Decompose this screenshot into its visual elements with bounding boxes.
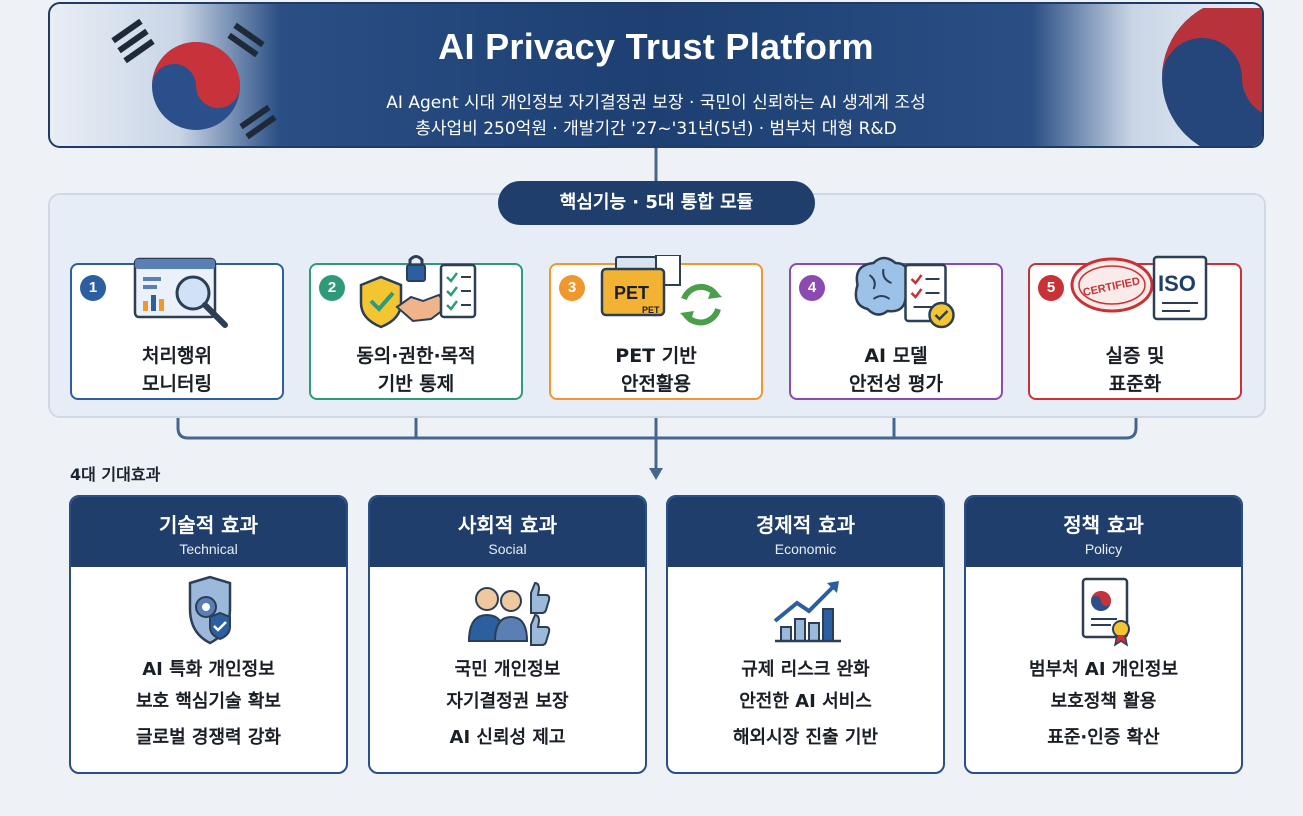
iso-label: ISO (1158, 271, 1196, 296)
effect-card-policy: 정책 효과 Policy 범부처 AI 개인정보 보호정책 활용 표준·인증 확… (964, 495, 1243, 774)
header-subtitle-vision: AI Agent 시대 개인정보 자기결정권 보장 · 국민이 신뢰하는 AI … (386, 93, 926, 113)
people-thumbs-up-icon (467, 581, 551, 646)
effect-line: 안전한 AI 서비스 (739, 691, 872, 712)
header-banner: AI Privacy Trust Platform AI Agent 시대 개인… (48, 2, 1264, 148)
module-number-badge: 3 (559, 275, 585, 301)
effect-line: 해외시장 진출 기반 (732, 727, 878, 748)
module-card-pet: 3 PET PET PET 기반 안전활용 (549, 255, 763, 400)
module-number-badge: 4 (799, 275, 825, 301)
header-subtitle-budget: 총사업비 250억원 · 개발기간 '27~'31년(5년) · 범부처 대형 … (415, 119, 897, 139)
effect-title: 기술적 효과 (159, 513, 258, 537)
korean-flag-icon (111, 18, 277, 140)
effect-card-technical: 기술적 효과 Technical AI 특화 개인정보 보호 핵심기술 확보 글… (69, 495, 348, 774)
effect-line: 규제 리스크 완화 (741, 659, 870, 680)
effect-line: AI 신뢰성 제고 (449, 727, 566, 748)
effect-line: 국민 개인정보 (454, 659, 561, 680)
module-number-badge: 2 (319, 275, 345, 301)
page-title: AI Privacy Trust Platform (438, 26, 874, 67)
effects-section-label: 4대 기대효과 (70, 465, 161, 484)
effect-line: 자기결정권 보장 (446, 691, 569, 712)
effect-line: 보호 핵심기술 확보 (135, 691, 281, 712)
effect-subtitle: Economic (774, 541, 837, 557)
effect-line: 범부처 AI 개인정보 (1028, 659, 1179, 680)
certificate-seal-icon (1081, 577, 1130, 647)
effect-subtitle: Social (488, 541, 527, 557)
module-card-consent-control: 2 동의·권한·목적 기반 통제 (309, 255, 523, 400)
module-card-monitoring: 1 처리행위 모니터링 (70, 257, 284, 400)
effect-card-header: 사회적 효과 Social (370, 497, 645, 567)
growth-chart-icon (773, 581, 841, 643)
consent-lock-handshake-icon (359, 255, 477, 329)
module-card-model-safety: 4 AI 모델 안전성 평가 (789, 256, 1003, 400)
effect-card-header: 경제적 효과 Economic (668, 497, 943, 567)
pet-icon-label: PET (614, 283, 649, 303)
module-title: 동의·권한·목적 기반 통제 (356, 345, 476, 395)
effect-title: 사회적 효과 (458, 513, 557, 537)
module-title: AI 모델 안전성 평가 (848, 345, 943, 395)
effect-line: AI 특화 개인정보 (142, 659, 275, 680)
effect-card-social: 사회적 효과 Social 국민 개인정보 자기결정권 보장 AI 신뢰성 제고 (368, 495, 647, 774)
module-title: PET 기반 안전활용 (615, 345, 697, 395)
down-arrow-icon (649, 468, 663, 480)
effect-card-header: 정책 효과 Policy (966, 497, 1241, 567)
effect-title: 정책 효과 (1063, 513, 1144, 537)
effect-subtitle: Policy (1084, 541, 1123, 557)
module-number-badge: 5 (1038, 275, 1064, 301)
effect-line: 표준·인증 확산 (1047, 727, 1160, 748)
effect-title: 경제적 효과 (756, 513, 855, 537)
shield-gear-icon (188, 575, 232, 645)
effect-card-header: 기술적 효과 Technical (71, 497, 346, 567)
module-card-certification: 5 CERTIFIED ISO 실증 및 표준화 (1028, 255, 1242, 400)
certified-iso-icon: CERTIFIED ISO (1070, 255, 1208, 321)
taeguk-emblem-icon (1162, 8, 1262, 146)
module-title: 처리행위 모니터링 (142, 345, 212, 395)
core-functions-label: 핵심기능 · 5대 통합 모듈 (498, 181, 815, 225)
module-number-badge: 1 (80, 275, 106, 301)
effect-subtitle: Technical (179, 541, 238, 557)
effect-line: 글로벌 경쟁력 강화 (135, 727, 281, 748)
effect-line: 보호정책 활용 (1050, 691, 1157, 712)
brain-checklist-icon (854, 256, 955, 329)
module-title: 실증 및 표준화 (1105, 345, 1165, 395)
pet-recycle-icon: PET PET (600, 255, 722, 326)
pet-icon-sublabel: PET (642, 305, 660, 315)
effect-card-economic: 경제적 효과 Economic 규제 리스크 완화 안전한 AI 서비스 해외시… (666, 495, 945, 774)
monitoring-magnifier-icon (133, 257, 228, 328)
